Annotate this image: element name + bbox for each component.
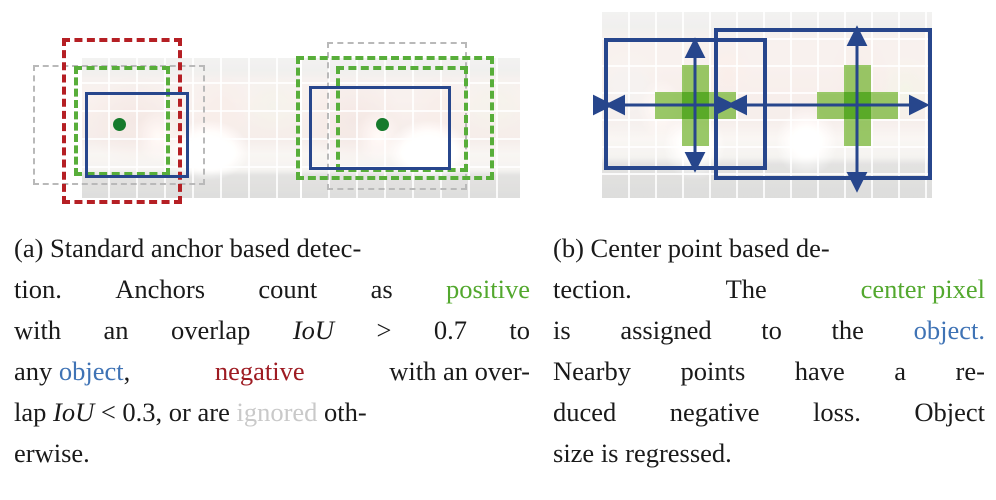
positive-anchor-box-right-outer [296,56,494,180]
positive-anchor-box-left [74,66,170,176]
panel-a: (a) Standard anchor based detec- tion.An… [14,38,530,474]
caption-b-line-6: size is regressed. [553,438,732,468]
caption-a: (a) Standard anchor based detec- tion.An… [14,228,530,474]
negative-anchor-box-left [62,38,182,204]
center-point-dot-right [376,118,389,131]
caption-a-line-6: erwise. [14,438,90,468]
caption-a-line-5: lap IoU < 0.3, or are ignored oth- [14,397,367,427]
ground-truth-box-right [309,86,451,170]
object-box-right [714,28,932,180]
grid-overlay-left [82,58,300,198]
object-box-left [604,38,767,170]
size-regression-arrows [592,25,930,193]
ground-truth-box-left [85,92,189,178]
caption-b-line-1: (b) Center point based de- [553,233,830,263]
positive-anchor-box-right-inner [336,66,468,172]
center-point-dot-left [113,118,126,131]
caption-a-line-1: (a) Standard anchor based detec- [14,233,362,263]
